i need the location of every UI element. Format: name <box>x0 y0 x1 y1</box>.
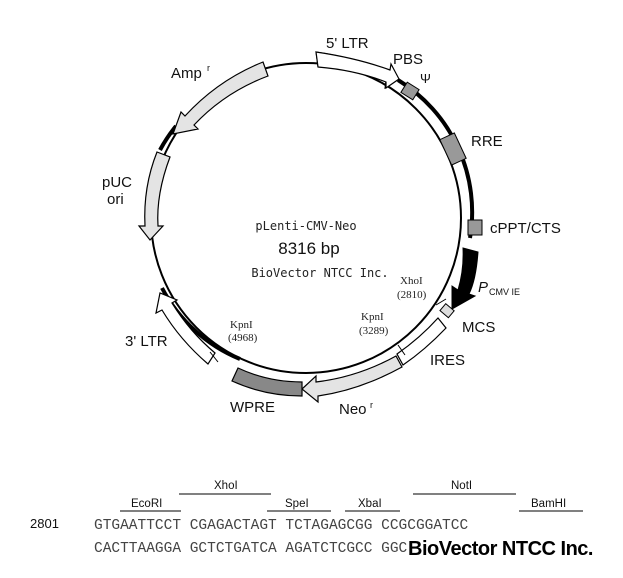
brand-footer: BioVector NTCC Inc. <box>408 538 593 560</box>
plasmid-company: BioVector NTCC Inc. <box>251 266 388 280</box>
kpni-site-tick <box>397 344 406 356</box>
enzyme-spei: SpeI <box>285 498 309 510</box>
label-pbs: PBS <box>393 51 423 68</box>
enzyme-bamhi: BamHI <box>531 498 566 510</box>
label-ltr5: 5' LTR <box>326 35 369 52</box>
label-kpni-1: KpnI <box>361 311 384 323</box>
cppt-box <box>467 219 483 236</box>
enzyme-ecori: EcoRI <box>131 498 162 510</box>
enzyme-xhoi: XhoI <box>214 480 238 492</box>
mcs-box <box>439 303 455 319</box>
label-cmv-sub: CMV IE <box>489 287 520 297</box>
enzyme-xbai: XbaI <box>358 498 382 510</box>
plasmid-name: pLenti-CMV-Neo <box>255 219 356 233</box>
plasmid-size: 8316 bp <box>278 239 339 258</box>
label-amp: Amp <box>171 65 202 82</box>
label-kpni-2-pos: (4968) <box>228 332 258 344</box>
pbs-box <box>400 81 420 101</box>
brand-bg <box>407 536 612 560</box>
label-ori: ori <box>107 191 124 208</box>
xhoi-site-tick <box>435 298 447 306</box>
sequence-position: 2801 <box>30 516 59 531</box>
ampr-arrow <box>172 61 269 135</box>
label-kpni-1-pos: (3289) <box>359 325 389 337</box>
label-rre: RRE <box>471 133 503 150</box>
rre-box <box>439 132 467 166</box>
label-xhoi-pos: (2810) <box>397 289 427 301</box>
wpre-segment <box>231 367 303 397</box>
ires-segment <box>396 317 447 366</box>
cmv-promoter-arrow <box>451 247 479 310</box>
label-ltr3: 3' LTR <box>125 333 168 350</box>
label-xhoi: XhoI <box>400 275 423 287</box>
puc-ori-arrow <box>137 151 171 241</box>
label-ires: IRES <box>430 352 465 369</box>
sequence-top-strand: GTGAATTCCT CGAGACTAGT TCTAGAGCGG CCGCGGA… <box>94 518 468 534</box>
label-neo-sup: r <box>370 400 373 410</box>
label-mcs: MCS <box>462 319 495 336</box>
label-neo: Neo <box>339 401 367 418</box>
ltr5-arrow-body <box>315 51 400 90</box>
sequence-bottom-strand: CACTTAAGGA GCTCTGATCA AGATCTCGCC GGCGCCT… <box>94 541 468 557</box>
label-puc: pUC <box>102 174 132 191</box>
label-amp-sup: r <box>207 63 210 73</box>
enzyme-noti: NotI <box>451 480 472 492</box>
label-kpni-2: KpnI <box>230 319 253 331</box>
label-cppt: cPPT/CTS <box>490 220 561 237</box>
label-wpre: WPRE <box>230 399 275 416</box>
kpni-site-tick-2 <box>209 351 219 363</box>
label-psi: Ψ <box>420 71 431 86</box>
neo-arrow <box>301 355 403 404</box>
label-cmv-p: P <box>478 279 488 296</box>
ltr3-arrow <box>155 292 216 365</box>
